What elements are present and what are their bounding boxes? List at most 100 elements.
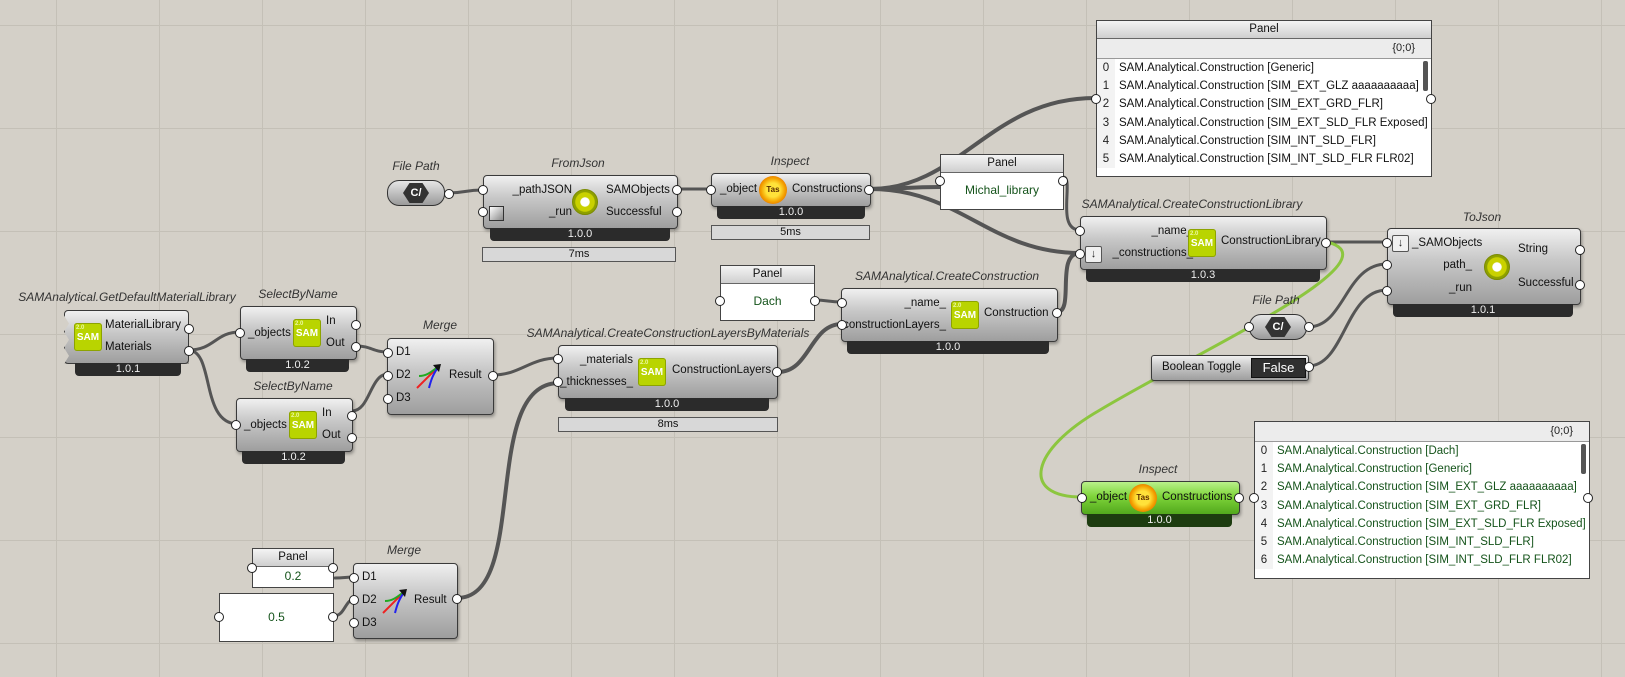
merge-component[interactable]: D1 D2 D3 Result	[353, 563, 458, 639]
output-grip[interactable]	[1304, 322, 1314, 332]
fromjson-component[interactable]: _pathJSON _run SAMObjects Successful	[483, 175, 678, 229]
input-grip[interactable]	[1077, 493, 1087, 503]
d3-input[interactable]: D3	[396, 392, 411, 404]
createconstruction-component[interactable]: _name_ constructionLayers_ SAM Construct…	[841, 288, 1058, 342]
output-grip[interactable]	[347, 433, 357, 443]
pathjson-input[interactable]: _pathJSON	[512, 184, 572, 196]
selectbyname-component[interactable]: _objects SAM In Out	[236, 398, 353, 452]
result-output[interactable]: Result	[449, 369, 482, 381]
output-grip[interactable]	[772, 367, 782, 377]
input-grip[interactable]	[1075, 226, 1085, 236]
input-grip[interactable]	[1244, 322, 1254, 332]
input-grip[interactable]	[553, 354, 563, 364]
construction-output[interactable]: Construction	[984, 307, 1049, 319]
flatten-arrow-icon[interactable]: ↓	[1392, 235, 1409, 252]
toggle-value[interactable]: False	[1251, 358, 1306, 378]
output-grip[interactable]	[810, 296, 820, 306]
samobjects-output[interactable]: SAMObjects	[606, 184, 670, 196]
in-output[interactable]: In	[326, 315, 336, 327]
output-grip[interactable]	[1304, 362, 1314, 372]
output-grip[interactable]	[488, 371, 498, 381]
name-input[interactable]: _name_	[1151, 225, 1193, 237]
tojson-component[interactable]: ↓ _SAMObjects path_ _run String Successf…	[1387, 228, 1581, 305]
objects-input[interactable]: _objects	[248, 327, 291, 339]
inspect-component[interactable]: _object Tas Constructions	[711, 173, 871, 207]
output-grip[interactable]	[1234, 493, 1244, 503]
input-grip[interactable]	[1091, 94, 1101, 104]
materials-input[interactable]: _materials	[579, 354, 633, 366]
output-grip[interactable]	[351, 320, 361, 330]
out-output[interactable]: Out	[326, 337, 345, 349]
input-grip[interactable]	[1382, 286, 1392, 296]
run-checkbox-icon[interactable]	[489, 206, 504, 221]
d2-input[interactable]: D2	[396, 369, 411, 381]
successful-output[interactable]: Successful	[1518, 277, 1574, 289]
run-input[interactable]: _run	[1448, 282, 1472, 294]
output-grip[interactable]	[1575, 280, 1585, 290]
output-grip[interactable]	[864, 185, 874, 195]
output-grip[interactable]	[452, 594, 462, 604]
inspect-component-selected[interactable]: _object Tas Constructions	[1081, 481, 1240, 515]
boolean-toggle[interactable]: Boolean Toggle False	[1151, 355, 1309, 381]
input-grip[interactable]	[383, 371, 393, 381]
input-grip[interactable]	[383, 348, 393, 358]
input-grip[interactable]	[935, 176, 945, 186]
output-grip[interactable]	[184, 324, 194, 334]
path-input[interactable]: path_	[1443, 259, 1472, 271]
d1-input[interactable]: D1	[396, 346, 411, 358]
input-grip[interactable]	[553, 377, 563, 387]
constructions-input[interactable]: _constructions_	[1112, 247, 1193, 259]
input-grip[interactable]	[715, 296, 725, 306]
input-grip[interactable]	[235, 328, 245, 338]
successful-output[interactable]: Successful	[606, 206, 662, 218]
value-panel[interactable]: Panel 0.2	[252, 548, 334, 588]
input-grip[interactable]	[1249, 493, 1259, 503]
input-grip[interactable]	[478, 207, 488, 217]
object-input[interactable]: _object	[720, 183, 758, 195]
constructions-output[interactable]: Constructions	[792, 183, 863, 195]
output-grip[interactable]	[351, 342, 361, 352]
in-output[interactable]: In	[322, 407, 332, 419]
input-grip[interactable]	[837, 298, 847, 308]
constructionlayers-input[interactable]: constructionLayers_	[843, 319, 946, 331]
d1-input[interactable]: D1	[362, 571, 377, 583]
constructionlayers-output[interactable]: ConstructionLayers	[672, 364, 772, 376]
output-grip[interactable]	[1426, 94, 1436, 104]
getdefault-component[interactable]: SAM MaterialLibrary Materials	[64, 310, 189, 364]
input-grip[interactable]	[1382, 238, 1392, 248]
input-grip[interactable]	[349, 618, 359, 628]
result-output[interactable]: Result	[414, 594, 447, 606]
file-path-component[interactable]: C/	[1249, 314, 1307, 340]
output-grip[interactable]	[328, 563, 338, 573]
input-grip[interactable]	[837, 320, 847, 330]
materials-output[interactable]: Materials	[105, 341, 152, 353]
run-input[interactable]: _run	[548, 206, 572, 218]
output-grip[interactable]	[1583, 493, 1593, 503]
output-grip[interactable]	[672, 207, 682, 217]
string-output[interactable]: String	[1518, 243, 1549, 255]
d3-input[interactable]: D3	[362, 617, 377, 629]
input-grip[interactable]	[1382, 260, 1392, 270]
file-path-component[interactable]: C/	[387, 180, 445, 206]
input-grip[interactable]	[231, 420, 241, 430]
samobjects-input[interactable]: _SAMObjects	[1412, 237, 1483, 249]
input-grip[interactable]	[478, 185, 488, 195]
output-grip[interactable]	[347, 411, 357, 421]
input-grip[interactable]	[383, 394, 393, 404]
value-panel[interactable]: 0.5	[219, 593, 334, 642]
output-grip[interactable]	[1575, 245, 1585, 255]
input-grip[interactable]	[1075, 249, 1085, 259]
output-grip[interactable]	[184, 346, 194, 356]
dach-panel[interactable]: Panel Dach	[720, 265, 815, 321]
scrollbar[interactable]	[1423, 61, 1428, 91]
output-grip[interactable]	[444, 189, 454, 199]
scrollbar[interactable]	[1581, 444, 1586, 474]
input-grip[interactable]	[349, 573, 359, 583]
output-grip[interactable]	[672, 185, 682, 195]
flatten-arrow-icon[interactable]: ↓	[1085, 246, 1102, 263]
michal-panel[interactable]: Panel Michal_library	[940, 154, 1064, 210]
input-grip[interactable]	[247, 563, 257, 573]
thicknesses-input[interactable]: _thicknesses_	[560, 376, 633, 388]
